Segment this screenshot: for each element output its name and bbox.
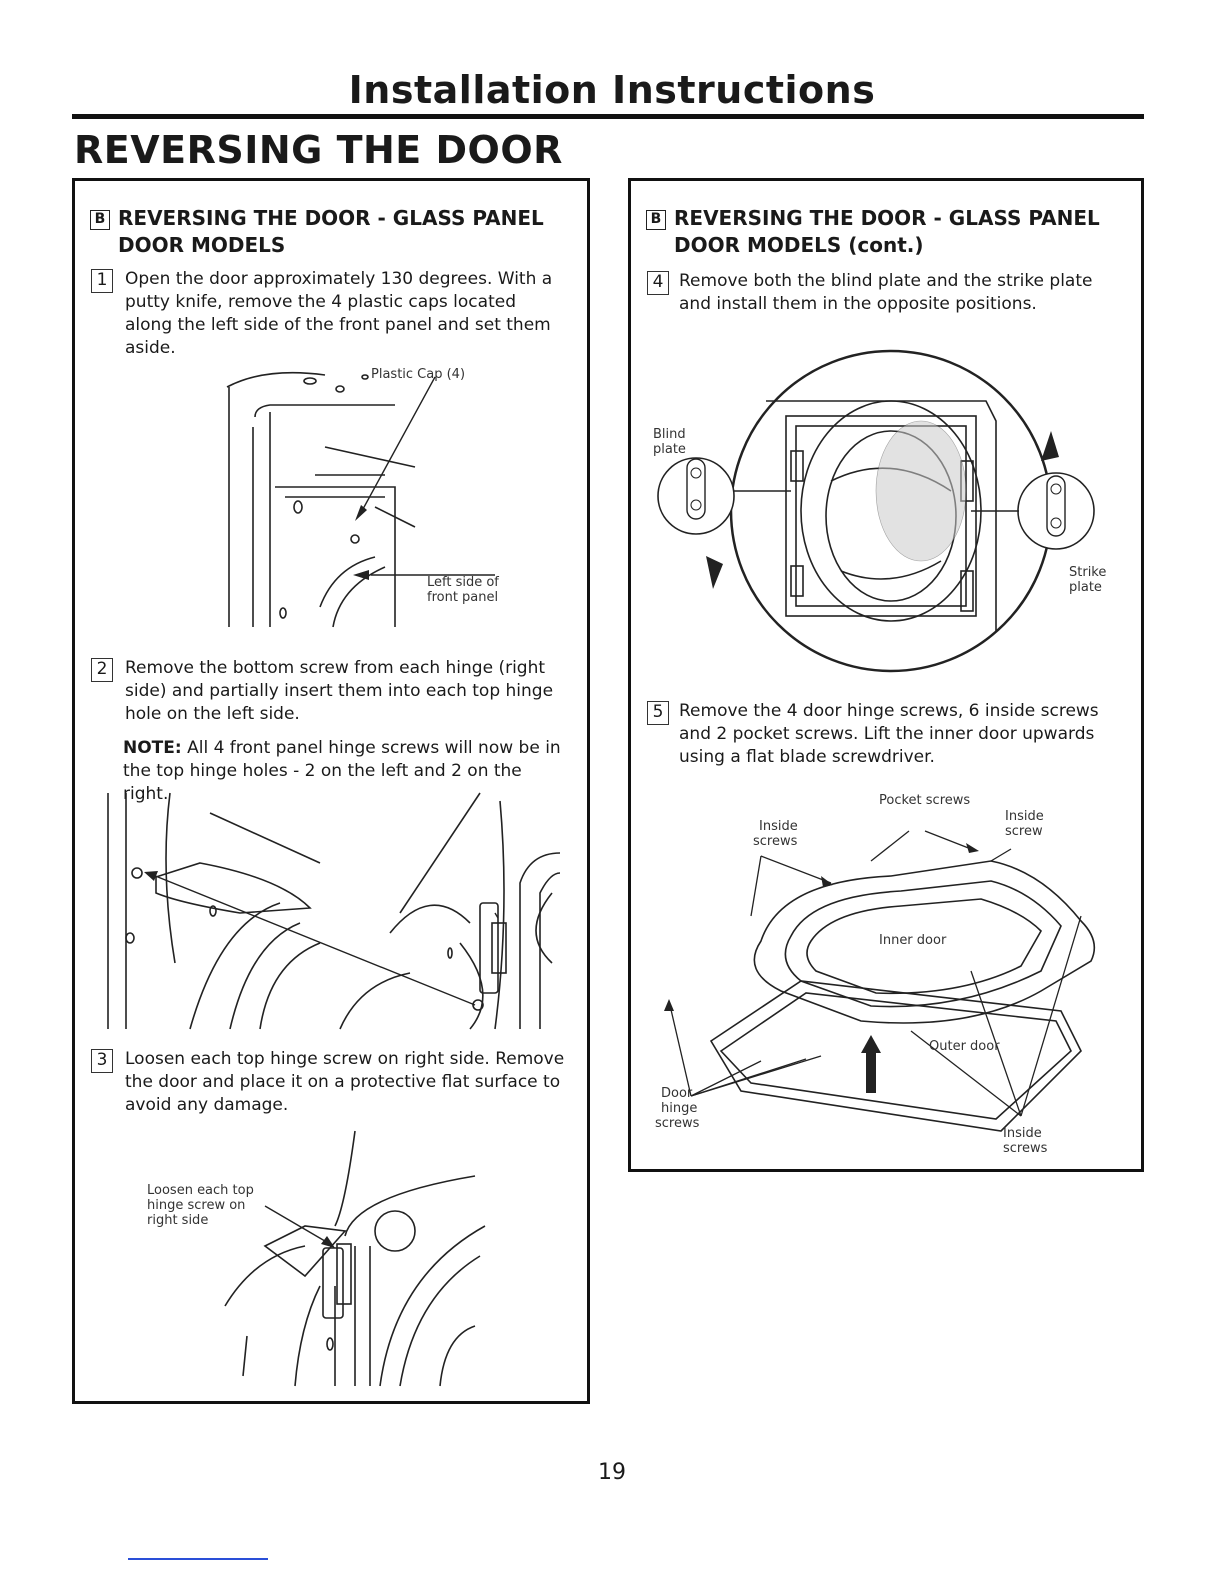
inside-screw-right-label-1: Inside <box>1005 809 1044 824</box>
strike-plate-label-1: Strike <box>1069 565 1107 580</box>
door-hinge-screws-label-3: screws <box>655 1116 700 1131</box>
inside-screws-left-label-1: Inside <box>759 819 798 834</box>
section-badge: B <box>90 210 110 230</box>
inside-screws-bottom-label-2: screws <box>1003 1141 1048 1156</box>
inside-screws-left-label-2: screws <box>753 834 798 849</box>
loosen-label-2: hinge screw on <box>147 1198 246 1213</box>
plastic-cap-label: Plastic Cap (4) <box>371 367 466 382</box>
left-side-label-2: front panel <box>427 590 499 605</box>
blind-plate-label-1: Blind <box>653 427 686 442</box>
loosen-label-3: right side <box>147 1213 209 1228</box>
blind-plate-label-2: plate <box>653 442 686 457</box>
step-2-badge: 2 <box>91 658 113 682</box>
section-badge: B <box>646 210 666 230</box>
loosen-label-1: Loosen each top <box>147 1183 254 1198</box>
inside-screw-right-label-2: screw <box>1005 824 1043 839</box>
door-hinge-screws-label-2: hinge <box>661 1101 698 1116</box>
plastic-cap-figure <box>226 371 495 628</box>
pocket-screws-label: Pocket screws <box>879 793 971 808</box>
step-1-badge: 1 <box>91 269 113 293</box>
step-1-text: Open the door approximately 130 degrees.… <box>125 269 553 358</box>
door-hinge-screws-label-1: Door <box>661 1086 693 1101</box>
page-number: 19 <box>598 1460 626 1485</box>
step-4-badge: 4 <box>647 271 669 295</box>
inner-door-figure <box>664 830 1096 1132</box>
step-4-text: Remove both the blind plate and the stri… <box>679 271 1093 314</box>
step-5-badge: 5 <box>647 701 669 725</box>
note-text: NOTE: All 4 front panel hinge screws wil… <box>123 738 561 804</box>
header-title: Installation Instructions <box>348 68 876 112</box>
step-3-text: Loosen each top hinge screw on right sid… <box>125 1049 565 1115</box>
step-2-text: Remove the bottom screw from each hinge … <box>125 658 554 724</box>
inside-screws-bottom-label-1: Inside <box>1003 1126 1042 1141</box>
hinge-screw-figure <box>107 792 561 1030</box>
outer-door-label: Outer door <box>929 1039 1000 1054</box>
header-rule <box>72 114 1144 119</box>
footer-link-underline <box>128 1558 268 1560</box>
section-title: REVERSING THE DOOR <box>74 128 563 172</box>
step-5-text: Remove the 4 door hinge screws, 6 inside… <box>679 701 1099 767</box>
inner-door-label: Inner door <box>879 933 947 948</box>
strike-plate-label-2: plate <box>1069 580 1102 595</box>
left-side-label-1: Left side of <box>427 575 499 590</box>
blind-strike-plate-figure <box>657 349 1095 673</box>
step-3-badge: 3 <box>91 1049 113 1073</box>
loosen-hinge-figure <box>224 1130 486 1387</box>
